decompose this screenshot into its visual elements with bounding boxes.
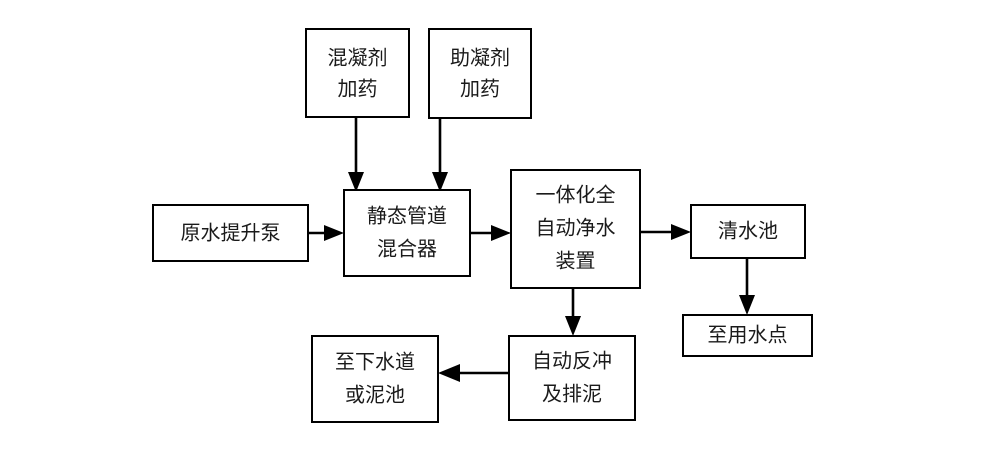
node-box[interactable] [305, 28, 410, 118]
arrow-head-right-icon [324, 225, 344, 241]
arrow-head-right-icon [671, 224, 691, 240]
node-label-line1: 至用水点 [708, 323, 788, 347]
edge-backwash-to-sewer [438, 364, 509, 382]
node-to-water-use-point[interactable]: 至用水点 [682, 314, 813, 357]
node-label-line1: 助凝剂 [450, 46, 510, 70]
edge-tank-to-use-point [739, 258, 755, 315]
edge-pump-to-mixer [308, 225, 344, 241]
node-raw-water-pump[interactable]: 原水提升泵 [152, 204, 309, 262]
node-box[interactable] [510, 169, 641, 289]
arrow-head-right-icon [491, 225, 511, 241]
node-to-sewer-or-sludge-pond[interactable]: 至下水道 或泥池 [311, 335, 439, 423]
node-box[interactable] [508, 335, 636, 421]
node-label-line1: 清水池 [718, 219, 778, 243]
arrow-head-down-icon [348, 172, 364, 192]
node-box[interactable] [152, 204, 309, 262]
node-box[interactable] [690, 204, 806, 259]
node-label-line2: 及排泥 [542, 382, 602, 406]
node-label-line2: 或泥池 [345, 383, 405, 407]
node-coagulant-dosing[interactable]: 混凝剂 加药 [305, 28, 410, 118]
arrow-head-down-icon [432, 172, 448, 192]
node-label-line1: 自动反冲 [532, 349, 612, 373]
node-static-pipe-mixer[interactable]: 静态管道 混合器 [343, 189, 471, 277]
edge-mixer-to-purifier [470, 225, 511, 241]
node-label-line2: 自动净水 [536, 216, 616, 240]
node-label-line2: 加药 [460, 77, 500, 101]
node-label-line1: 静态管道 [367, 204, 447, 228]
node-label-line2: 加药 [338, 77, 378, 101]
node-label-line1: 原水提升泵 [181, 221, 281, 245]
node-label-line1: 至下水道 [335, 350, 415, 374]
node-auto-backwash-sludge[interactable]: 自动反冲 及排泥 [508, 335, 636, 421]
arrow-head-left-icon [438, 364, 460, 382]
node-box[interactable] [343, 189, 471, 277]
edge-coagulant-to-mixer [348, 117, 364, 192]
node-label-line2: 混合器 [377, 237, 437, 261]
node-clean-water-tank[interactable]: 清水池 [690, 204, 806, 259]
node-flocculant-dosing[interactable]: 助凝剂 加药 [428, 28, 532, 119]
edge-flocculant-to-mixer [432, 118, 448, 192]
arrow-head-down-icon [565, 316, 581, 336]
node-box[interactable] [682, 314, 813, 357]
node-label-line1: 混凝剂 [328, 46, 388, 70]
node-box[interactable] [311, 335, 439, 423]
edge-purifier-to-backwash [565, 288, 581, 336]
node-box[interactable] [428, 28, 532, 119]
node-label-line1: 一体化全 [536, 183, 616, 207]
arrow-head-down-icon [739, 295, 755, 315]
edge-purifier-to-tank [640, 224, 691, 240]
node-label-line3: 装置 [556, 249, 596, 273]
node-integrated-auto-water-purifier[interactable]: 一体化全 自动净水 装置 [510, 169, 641, 289]
